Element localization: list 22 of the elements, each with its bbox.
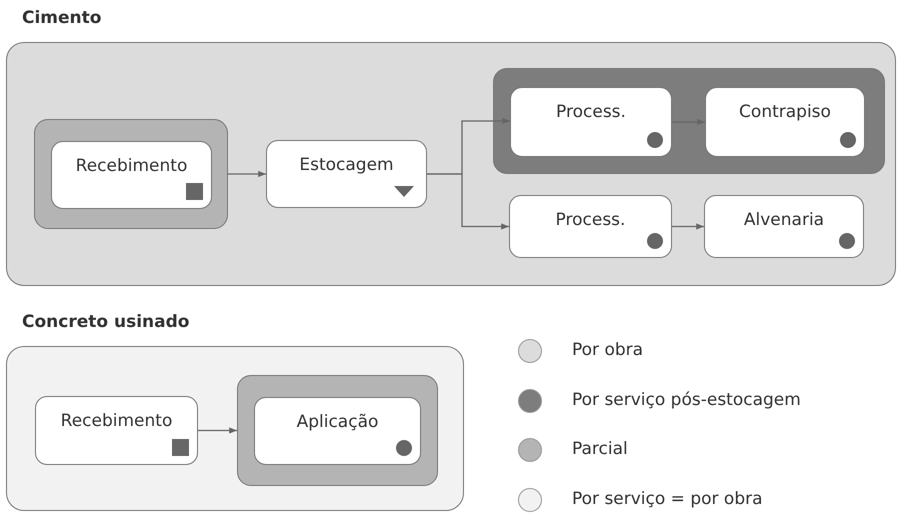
process-box: Aplicação bbox=[254, 397, 421, 465]
process-box: Estocagem bbox=[266, 140, 427, 208]
legend-text: Por serviço pós-estocagem bbox=[572, 390, 801, 410]
group-title: Cimento bbox=[22, 8, 102, 28]
arrow bbox=[672, 118, 705, 126]
process-box: Alvenaria bbox=[704, 195, 864, 258]
process-box: Recebimento bbox=[51, 141, 212, 209]
process-box: Contrapiso bbox=[705, 87, 865, 157]
legend-text: Por serviço = por obra bbox=[572, 488, 763, 508]
frame bbox=[493, 68, 885, 174]
process-box: Recebimento bbox=[35, 396, 198, 465]
process-box: Process. bbox=[510, 87, 672, 157]
arrow bbox=[672, 223, 704, 230]
process-box: Process. bbox=[509, 195, 672, 258]
legend-text: Parcial bbox=[572, 439, 628, 459]
arrow bbox=[228, 170, 266, 178]
arrow bbox=[198, 427, 237, 434]
frame bbox=[237, 375, 438, 486]
arrow bbox=[427, 173, 509, 230]
legend-text: Por obra bbox=[572, 340, 644, 360]
frame bbox=[34, 119, 228, 229]
group-title: Concreto usinado bbox=[22, 312, 190, 332]
